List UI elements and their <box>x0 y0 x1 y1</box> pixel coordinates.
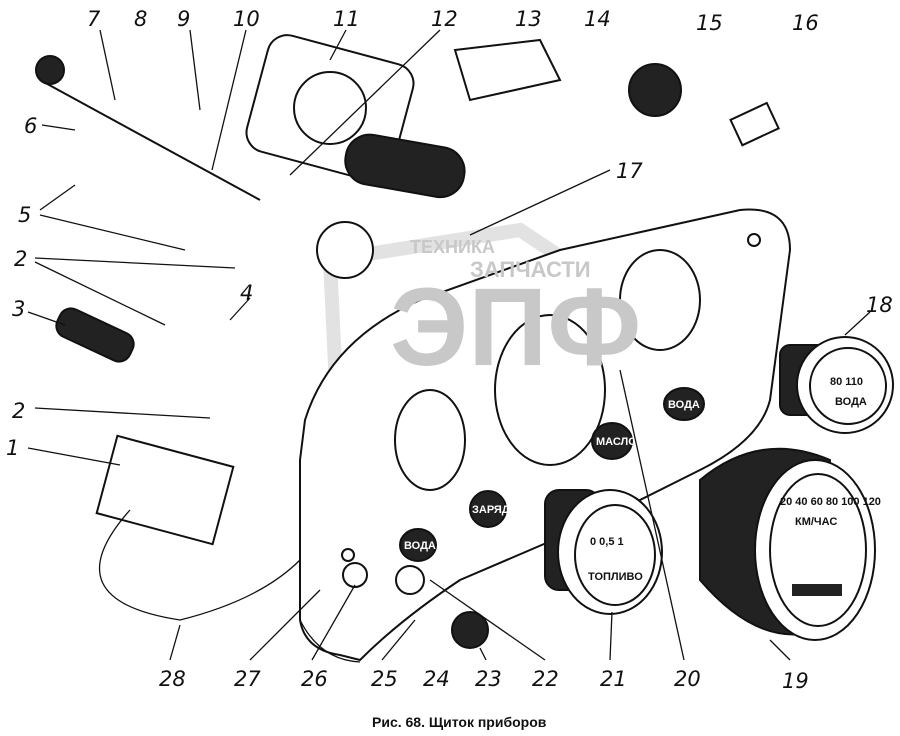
leader-lines <box>27 29 871 661</box>
part-labels: 7 8 9 10 11 12 13 14 15 16 6 5 17 2 4 3 … <box>6 7 893 693</box>
speedometer-scale: 20 40 60 80 100 120 <box>780 496 881 508</box>
label-13: 13 <box>515 7 542 31</box>
watermark-middle: ЗАПЧАСТИ <box>470 257 591 282</box>
label-26: 26 <box>301 667 328 691</box>
label-22: 22 <box>532 667 559 691</box>
fuel-label: ТОПЛИВО <box>588 571 643 583</box>
label-3: 3 <box>12 297 25 321</box>
charge-light-text: ЗАРЯД <box>472 504 510 516</box>
label-12: 12 <box>431 7 458 31</box>
label-7: 7 <box>87 7 101 31</box>
water-light-2-text: ВОДА <box>404 540 436 552</box>
speedometer: КМ/ЧАС 20 40 60 80 100 120 <box>699 447 881 641</box>
label-10: 10 <box>233 7 260 31</box>
label-18: 18 <box>866 293 893 317</box>
label-9: 9 <box>177 7 190 31</box>
label-20: 20 <box>674 667 701 691</box>
label-11: 11 <box>333 7 360 31</box>
label-8: 8 <box>134 7 147 31</box>
label-19: 19 <box>782 669 809 693</box>
label-6: 6 <box>24 114 37 138</box>
label-17: 17 <box>616 159 643 183</box>
label-2b: 2 <box>12 399 25 423</box>
label-25: 25 <box>371 667 398 691</box>
temp-label: ВОДА <box>835 396 867 408</box>
label-15: 15 <box>696 11 723 35</box>
label-1: 1 <box>6 436 19 460</box>
figure-caption: Рис. 68. Щиток приборов <box>372 714 547 730</box>
label-21: 21 <box>600 667 627 691</box>
label-2a: 2 <box>14 247 27 271</box>
label-23: 23 <box>475 667 502 691</box>
temp-gauge: 80 110 ВОДА <box>779 336 894 434</box>
oil-light-text: МАСЛО <box>596 436 637 448</box>
label-24: 24 <box>423 667 450 691</box>
speedometer-unit: КМ/ЧАС <box>795 516 837 528</box>
fuel-scale: 0 0,5 1 <box>590 536 624 548</box>
water-light-text: ВОДА <box>668 399 700 411</box>
label-28: 28 <box>159 667 186 691</box>
label-27: 27 <box>234 667 261 691</box>
watermark: ЭПФ ТЕХНИКА ЗАПЧАСТИ <box>390 237 641 389</box>
label-14: 14 <box>584 7 611 31</box>
indicator-lights: ВОДА МАСЛО ЗАРЯД ВОДА <box>399 387 705 562</box>
temp-scale: 80 110 <box>830 376 863 388</box>
label-4: 4 <box>240 281 253 305</box>
parts <box>35 34 780 649</box>
label-16: 16 <box>792 11 819 35</box>
watermark-top: ТЕХНИКА <box>410 237 495 257</box>
watermark-logo: ЭПФ <box>390 266 641 389</box>
label-5: 5 <box>18 203 31 227</box>
fuel-gauge: 0 0,5 1 ТОПЛИВО <box>544 489 663 615</box>
